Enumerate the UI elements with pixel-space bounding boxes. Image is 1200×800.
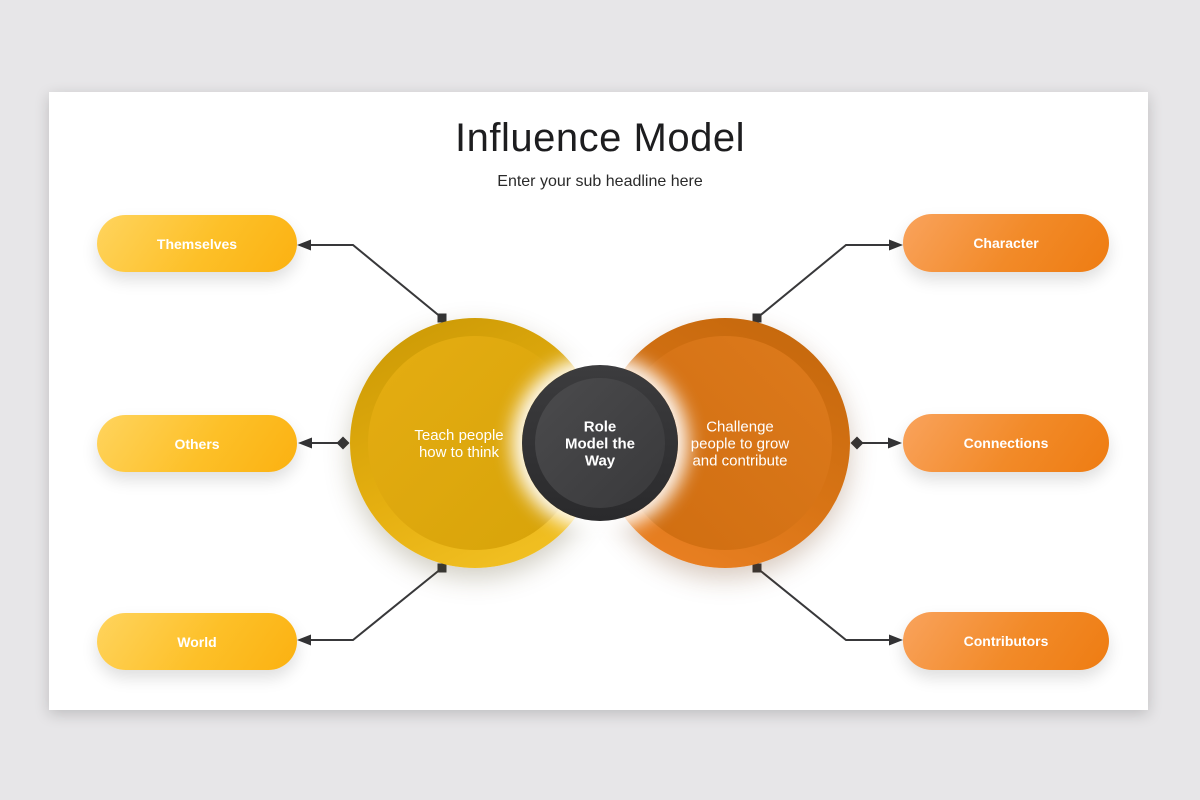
diamond-marker-icon [336, 436, 350, 450]
pill-character-label: Character [973, 235, 1039, 251]
pill-world-label: World [177, 633, 217, 650]
arrowhead-right-icon [888, 437, 902, 449]
page-subtitle: Enter your sub headline here [497, 173, 703, 190]
diamond-marker-icon [850, 436, 864, 450]
pill-themselves-label: Themselves [156, 235, 238, 252]
connector-themselves [297, 239, 447, 323]
pill-character: Character [903, 214, 1109, 272]
page-title: Influence Model [455, 116, 745, 160]
connector-world [297, 563, 447, 646]
pill-connections-label: Connections [963, 435, 1049, 451]
circle-role-model [522, 365, 678, 521]
pill-contributors-label: Contributors [963, 633, 1049, 649]
pill-themselves: Themselves [97, 215, 297, 272]
pill-connections: Connections [903, 414, 1109, 472]
pill-contributors: Contributors [903, 612, 1109, 670]
arrowhead-left-icon [298, 437, 312, 449]
pill-world: World [97, 613, 297, 670]
arrowhead-right-icon [889, 239, 903, 251]
left-circle-label: Teach people how to think [414, 427, 504, 461]
connector-contributors [752, 563, 903, 646]
pill-others: Others [97, 415, 297, 472]
arrowhead-left-icon [297, 239, 311, 251]
center-circle-label: Role Model the Way [565, 418, 635, 470]
right-circle-label: Challenge people to grow and contribute [690, 418, 790, 470]
connector-others [298, 436, 350, 450]
connector-character [752, 239, 903, 323]
pill-others-label: Others [174, 435, 220, 452]
arrowhead-left-icon [297, 634, 311, 646]
arrowhead-right-icon [889, 634, 903, 646]
circle-role-model-inner [535, 378, 665, 508]
connector-connections [850, 436, 902, 450]
